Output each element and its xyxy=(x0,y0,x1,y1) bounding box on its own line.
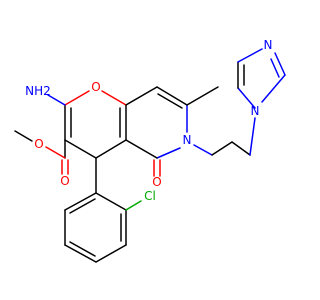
bond-propyl-imidazole xyxy=(249,117,256,156)
bond-aryl-1 xyxy=(95,192,127,211)
lactam-oxygen-label: O xyxy=(152,175,161,189)
bonds xyxy=(14,48,286,263)
ring-nitrogen-label: N xyxy=(183,133,192,147)
bond-propyl-2-3 xyxy=(231,141,251,156)
bond-c8a-o1 xyxy=(101,90,127,106)
bond-c8a-c8 xyxy=(125,86,158,106)
bond-aryl-cl xyxy=(125,200,142,211)
molecule-structure: NH2 O O O O N N N Cl xyxy=(14,38,286,263)
bond-aryl-4 xyxy=(64,244,97,263)
bond-c8-c7-double xyxy=(157,93,183,109)
bond-imid-c2-n1 xyxy=(261,74,286,103)
ester-carbonyl-oxygen-label: O xyxy=(60,174,69,188)
bond-aryl-3 xyxy=(95,244,127,263)
bond-imid-n3-c2-inner xyxy=(270,58,280,78)
bond-o1-c2 xyxy=(64,90,90,106)
bond-imid-n1-c5 xyxy=(237,87,256,109)
bond-aryl-6-inner xyxy=(69,198,96,214)
bond-propyl-1-2 xyxy=(211,141,233,156)
amine-label: NH2 xyxy=(25,84,51,98)
bond-aryl-4-inner xyxy=(69,241,96,257)
bond-ester-c-o-single xyxy=(45,146,66,159)
bond-c5-c4a xyxy=(125,139,158,159)
bond-imid-c4-n3 xyxy=(237,48,263,63)
molecule-diagram: NH2 O O O O N N N Cl xyxy=(14,38,286,263)
bond-o-methyl xyxy=(14,130,33,142)
bond-imid-n3-c2 xyxy=(274,52,286,76)
ester-oxygen-label: O xyxy=(34,137,43,151)
atom-labels: NH2 O O O O N N N Cl xyxy=(25,38,272,203)
bond-aryl-6 xyxy=(64,192,97,211)
imidazole-n1-label: N xyxy=(251,104,260,118)
bond-c2-nh2 xyxy=(47,94,66,106)
bond-c3-c4 xyxy=(64,139,97,159)
imidazole-n3-label: N xyxy=(264,38,273,52)
bond-n6-c5 xyxy=(156,147,181,159)
pyran-oxygen-label: O xyxy=(91,80,100,94)
chlorine-label: Cl xyxy=(144,189,156,203)
bond-n6-propyl-1 xyxy=(193,144,213,156)
bond-c4-c4a xyxy=(95,139,127,159)
bond-c8-c7 xyxy=(156,86,188,106)
bond-c7-methyl xyxy=(186,86,219,106)
